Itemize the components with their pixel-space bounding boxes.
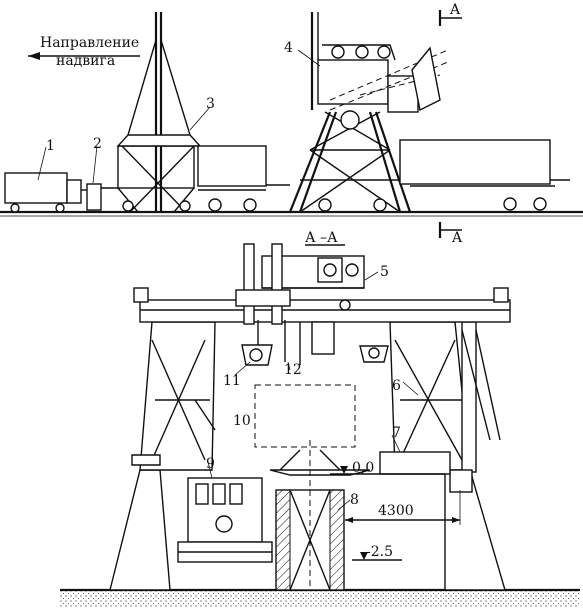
side-elevation: Направление надвига xyxy=(0,2,583,246)
item-2-winch xyxy=(86,145,118,211)
section-mark-top: A xyxy=(438,2,462,26)
callout-6: 6 xyxy=(392,378,401,394)
section-a-a: А –А xyxy=(60,230,580,608)
callout-12: 12 xyxy=(284,362,302,378)
right-gripper xyxy=(359,345,389,363)
callout-5: 5 xyxy=(380,264,389,280)
item-1-tractor xyxy=(4,146,95,213)
middle-wagon xyxy=(197,145,290,212)
left-column xyxy=(109,321,216,591)
svg-text:A: A xyxy=(449,2,461,18)
item-10-span-block xyxy=(254,384,356,448)
callout-11: 11 xyxy=(223,373,241,389)
dimension-label: 4300 xyxy=(378,503,414,519)
item-9-crawler xyxy=(177,477,273,563)
callout-2: 2 xyxy=(93,136,102,152)
item-3-mast xyxy=(116,12,211,213)
callout-10: 10 xyxy=(233,413,251,429)
long-wagon xyxy=(399,139,570,211)
level-minus-mark xyxy=(352,552,402,561)
callout-1: 1 xyxy=(46,138,55,154)
leader-lines xyxy=(207,361,419,511)
section-mark-bottom: A xyxy=(438,222,463,246)
level-zero-mark xyxy=(330,466,380,475)
ground xyxy=(60,588,580,608)
callout-4: 4 xyxy=(284,40,293,56)
svg-text:A: A xyxy=(451,230,463,246)
callout-7: 7 xyxy=(392,425,401,441)
direction-label-line1: Направление xyxy=(40,35,139,51)
callout-9: 9 xyxy=(206,456,215,472)
item-8-support xyxy=(269,440,371,591)
hoist-assembly xyxy=(235,243,335,366)
rail-track xyxy=(0,210,583,217)
callout-8: 8 xyxy=(350,492,359,508)
item-7-box xyxy=(379,451,451,475)
direction-label-line2: надвига xyxy=(56,53,115,69)
callout-numbers: 1 2 3 4 5 6 7 8 9 10 11 12 xyxy=(46,40,401,508)
level-minus-label: -2.5 xyxy=(366,544,393,560)
dimension-4300 xyxy=(345,490,461,525)
gantry-beam xyxy=(133,287,511,323)
section-title: А –А xyxy=(305,230,338,246)
item-4-portal-crane xyxy=(288,12,449,213)
callout-3: 3 xyxy=(206,96,215,112)
direction-arrow xyxy=(28,52,140,60)
level-zero-label: 0,0 xyxy=(352,460,374,476)
